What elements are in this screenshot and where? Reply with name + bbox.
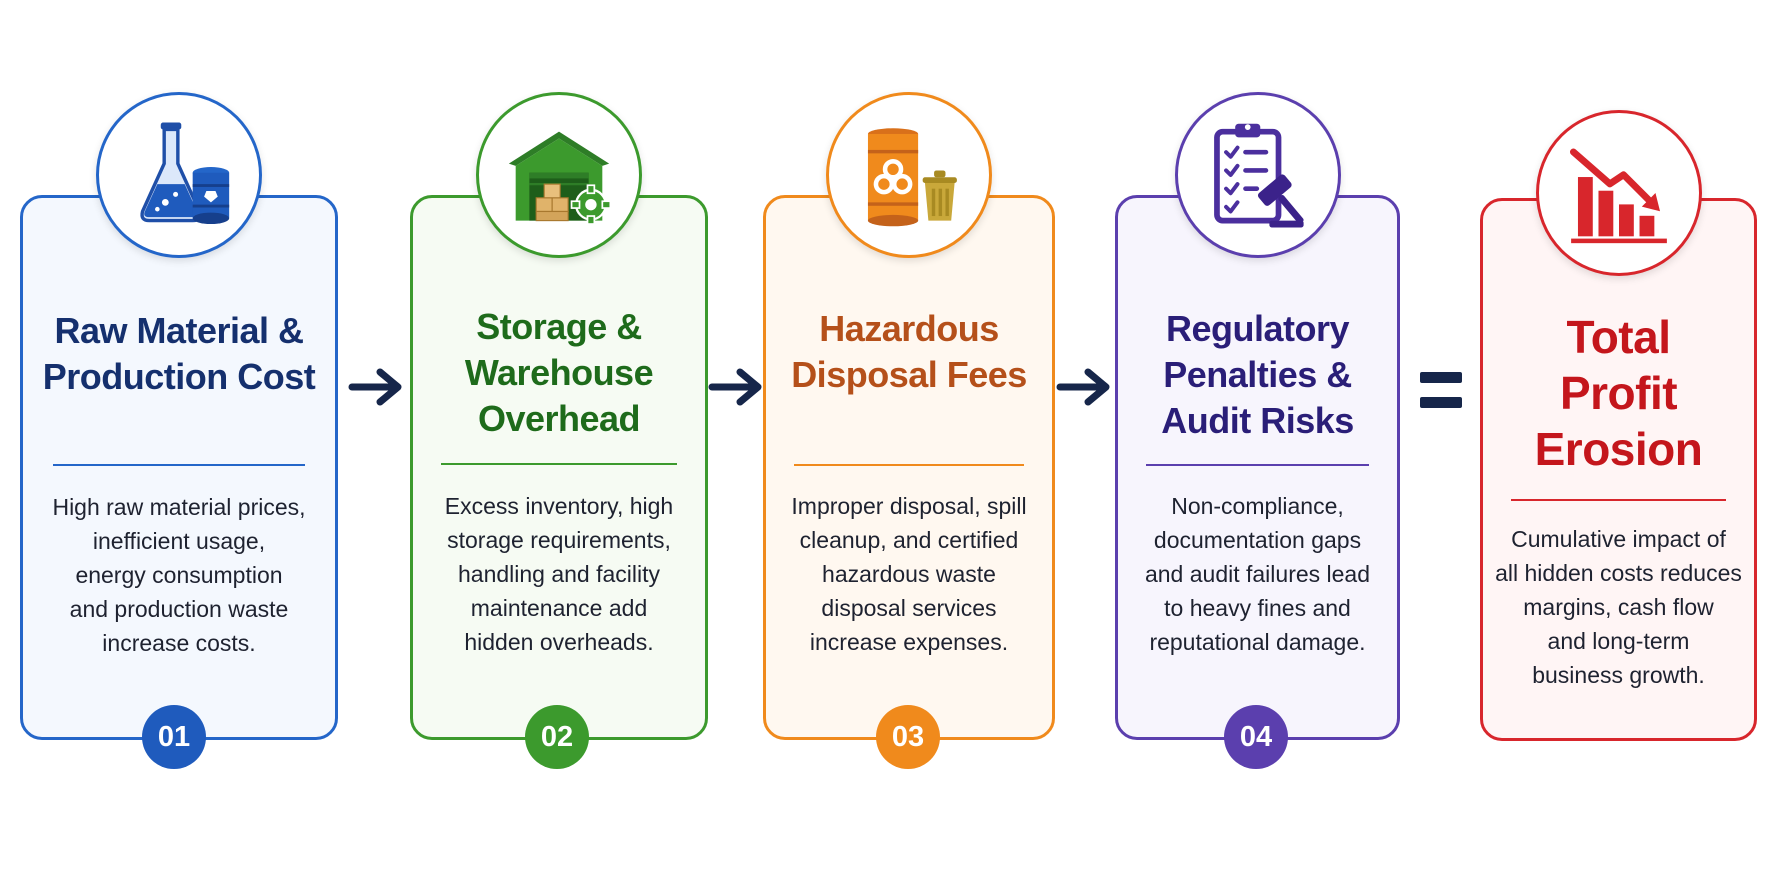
step-description: Non-compliance, documentation gaps and a… xyxy=(1144,493,1371,655)
arrow-right-icon xyxy=(348,368,402,406)
result-title: Total Profit Erosion xyxy=(1534,311,1703,475)
step-card-raw-material: Raw Material & Production Cost High raw … xyxy=(20,195,338,740)
step-title: Regulatory Penalties & Audit Risks xyxy=(1161,308,1354,441)
result-card-profit-erosion: Total Profit Erosion Cumulative impact o… xyxy=(1480,198,1757,741)
step-card-storage: Storage & Warehouse Overhead Excess inve… xyxy=(410,195,708,740)
result-description: Cumulative impact of all hidden costs re… xyxy=(1495,526,1742,688)
step-badge: 04 xyxy=(1224,705,1288,769)
step-badge: 03 xyxy=(876,705,940,769)
step-card-hazardous: Hazardous Disposal Fees Improper disposa… xyxy=(763,195,1055,740)
step-card-regulatory: Regulatory Penalties & Audit Risks Non-c… xyxy=(1115,195,1400,740)
arrow-right-icon xyxy=(1056,368,1110,406)
step-badge: 01 xyxy=(142,705,206,769)
clipboard-gavel-icon xyxy=(1175,92,1341,258)
step-title: Raw Material & Production Cost xyxy=(42,310,316,397)
step-description: Excess inventory, high storage requireme… xyxy=(444,493,674,655)
arrow-right-icon xyxy=(708,368,762,406)
step-title: Hazardous Disposal Fees xyxy=(791,308,1027,395)
step-divider xyxy=(794,464,1024,466)
declining-bar-chart-icon xyxy=(1536,110,1702,276)
biohazard-barrel-icon xyxy=(826,92,992,258)
warehouse-gear-icon xyxy=(476,92,642,258)
step-divider xyxy=(1146,464,1369,466)
step-badge: 02 xyxy=(525,705,589,769)
flask-barrel-icon xyxy=(96,92,262,258)
result-divider xyxy=(1511,499,1726,501)
step-divider xyxy=(53,464,305,466)
step-description: High raw material prices, inefficient us… xyxy=(52,494,306,656)
equals-icon xyxy=(1420,372,1462,408)
step-title: Storage & Warehouse Overhead xyxy=(464,306,654,439)
step-description: Improper disposal, spill cleanup, and ce… xyxy=(791,493,1027,655)
step-divider xyxy=(441,463,677,465)
